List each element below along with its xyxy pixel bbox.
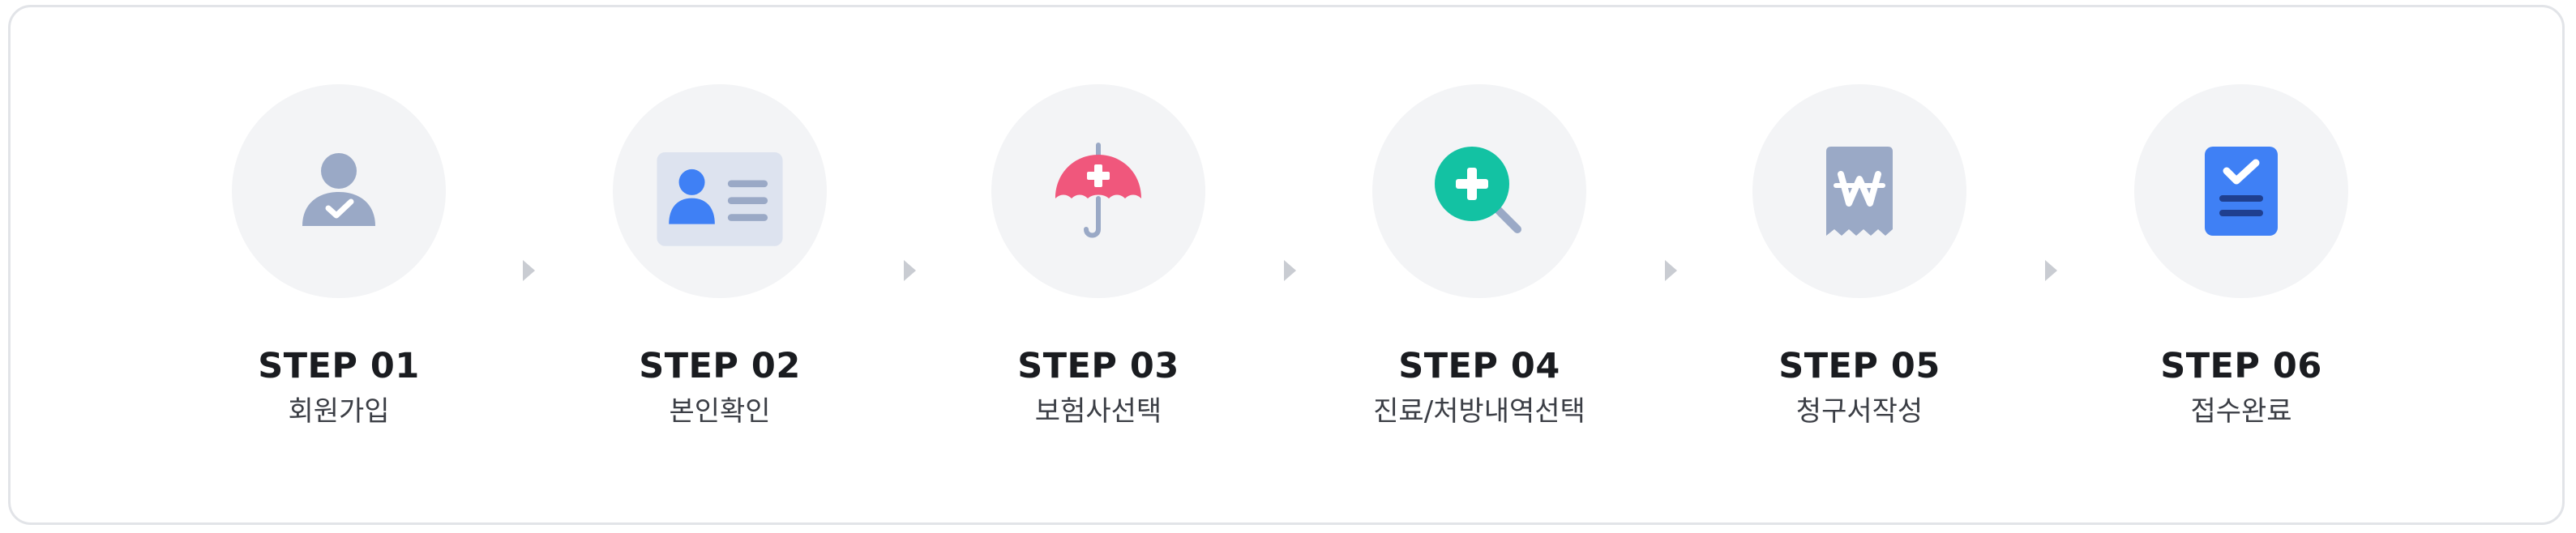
step-02: STEP 02 본인확인 [574, 84, 866, 429]
step-05-label: 청구서작성 [1795, 395, 1923, 428]
insurance-umbrella-icon [1055, 143, 1141, 238]
step-02-icon-circle [613, 84, 827, 298]
step-arrow-5 [2045, 260, 2057, 281]
step-06-title: STEP 06 [2160, 346, 2322, 386]
step-arrow-3 [1284, 260, 1296, 281]
step-04-title: STEP 04 [1398, 346, 1560, 386]
won-receipt-icon [1826, 147, 1893, 236]
step-05: STEP 05 청구서작성 [1714, 84, 2005, 429]
step-03-title: STEP 03 [1017, 346, 1179, 386]
step-06-label: 접수완료 [2190, 395, 2292, 428]
user-check-icon [302, 153, 375, 226]
step-03: STEP 03 보험사선택 [952, 84, 1244, 429]
medical-search-icon [1435, 147, 1521, 233]
step-05-icon-circle [1752, 84, 1966, 298]
step-06-icon-circle [2134, 84, 2348, 298]
step-06: STEP 06 접수완료 [2095, 84, 2387, 429]
step-04: STEP 04 진료/처방내역선택 [1333, 84, 1625, 429]
step-02-label: 본인확인 [669, 395, 771, 428]
step-arrow-4 [1665, 260, 1677, 281]
step-arrow-1 [523, 260, 535, 281]
step-01: STEP 01 회원가입 [193, 84, 485, 429]
step-01-icon-circle [232, 84, 446, 298]
step-01-title: STEP 01 [258, 346, 420, 386]
step-04-label: 진료/처방내역선택 [1373, 395, 1585, 428]
step-04-icon-circle [1372, 84, 1586, 298]
step-02-title: STEP 02 [639, 346, 801, 386]
step-arrow-2 [904, 260, 916, 281]
step-03-icon-circle [991, 84, 1205, 298]
step-05-title: STEP 05 [1778, 346, 1941, 386]
step-03-label: 보험사선택 [1034, 395, 1162, 428]
step-01-label: 회원가입 [288, 395, 390, 428]
document-check-icon [2205, 147, 2278, 236]
id-card-icon [657, 152, 783, 246]
